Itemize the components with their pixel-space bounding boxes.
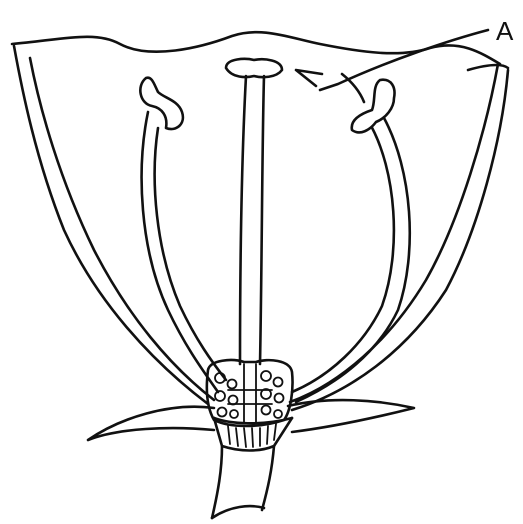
pistil xyxy=(226,59,282,364)
label-a: A xyxy=(496,16,514,46)
stamen-left xyxy=(140,78,226,392)
pedicel xyxy=(212,446,274,518)
calyx-sepals xyxy=(88,400,414,440)
